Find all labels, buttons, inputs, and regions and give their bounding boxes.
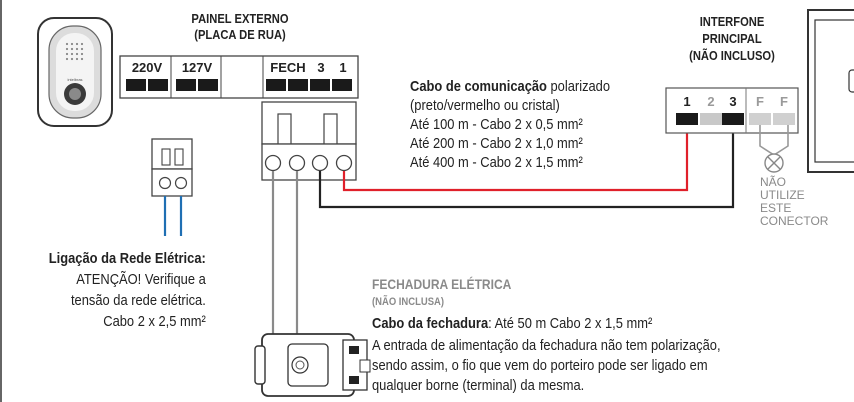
interfone-terminal-f2: F [780,94,788,109]
rede-title: Ligação da Rede Elétrica: [48,250,206,267]
red-wire [342,124,689,192]
panel-title-line2: (PLACA DE RUA) [194,27,286,42]
rede-line3: tensão da rede elétrica. [70,292,206,309]
interfone-terminal-f1: F [756,94,764,109]
terminal-label-fech: FECH [270,60,306,75]
fechadura-desc2: sendo assim, o fio que vem do porteiro p… [372,357,708,374]
interfone-title-line1: INTERFONE [699,14,765,29]
rede-block: Ligação da Rede Elétrica: ATENÇÃO! Verif… [8,248,206,332]
terminal-label-220v: 220V [131,60,163,75]
interfone-title-line3: (NÃO INCLUSO) [689,48,775,63]
interfone-device [807,9,854,173]
nao-utilize-note: NÃO UTILIZE ESTE CONECTOR [760,176,828,228]
nao-utilize-line2: UTILIZE [760,188,805,202]
fechadura-subtitle: (NÃO INCLUSA) [372,296,444,308]
electric-lock [254,333,371,397]
comunicacao-block: Cabo de comunicação polarizado (preto/ve… [410,77,610,172]
porteiro-brand: intelbras [67,77,83,82]
do-not-use-mark [764,153,784,173]
nao-utilize-line1: NÃO [760,175,787,189]
comunicacao-title: Cabo de comunicação polarizado [410,77,610,96]
nao-utilize-line3: ESTE [760,201,792,215]
comunicacao-title-bold: Cabo de comunicação [410,78,547,95]
panel-connector-block [261,101,357,181]
panel-title: PAINEL EXTERNO (PLACA DE RUA) [171,11,309,43]
black-wire [318,124,735,209]
rede-line4: Cabo 2 x 2,5 mm² [103,313,206,330]
porteiro-device [37,17,113,127]
interfone-title-line2: PRINCIPAL [702,31,762,46]
fechadura-cabo-bold: Cabo da fechadura [372,315,489,332]
comunicacao-title-rest: polarizado [546,78,611,95]
interfone-terminal-1: 1 [683,94,691,109]
panel-title-line1: PAINEL EXTERNO [191,11,289,26]
interfone-terminal-strip [665,87,799,134]
fechadura-cabo-rest: : Até 50 m Cabo 2 x 1,5 mm² [488,315,653,332]
power-connector [151,138,193,197]
comunicacao-line4: Até 200 m - Cabo 2 x 1,0 mm² [410,135,583,152]
comunicacao-line3: Até 100 m - Cabo 2 x 0,5 mm² [410,116,583,133]
fechadura-title: FECHADURA ELÉTRICA [372,276,512,292]
comunicacao-line2: (preto/vermelho ou cristal) [410,97,560,114]
interfone-title: INTERFONE PRINCIPAL (NÃO INCLUSO) [672,13,792,64]
fechadura-desc: A entrada de alimentação da fechadura nã… [372,336,721,396]
rede-line2: ATENÇÃO! Verifique a [76,271,206,288]
fechadura-cabo: Cabo da fechadura: Até 50 m Cabo 2 x 1,5… [372,315,652,332]
fechadura-desc3: qualquer borne (terminal) da mesma. [372,377,585,394]
fechadura-desc1: A entrada de alimentação da fechadura nã… [372,337,721,354]
interfone-terminal-3: 3 [729,94,737,109]
comunicacao-line5: Até 400 m - Cabo 2 x 1,5 mm² [410,154,583,171]
nao-utilize-line4: CONECTOR [760,214,829,228]
terminal-label-1: 1 [339,60,347,75]
terminal-label-3: 3 [317,60,325,75]
interfone-terminal-2: 2 [707,94,715,109]
terminal-label-127v: 127V [181,60,213,75]
panel-terminal-strip [119,55,359,99]
